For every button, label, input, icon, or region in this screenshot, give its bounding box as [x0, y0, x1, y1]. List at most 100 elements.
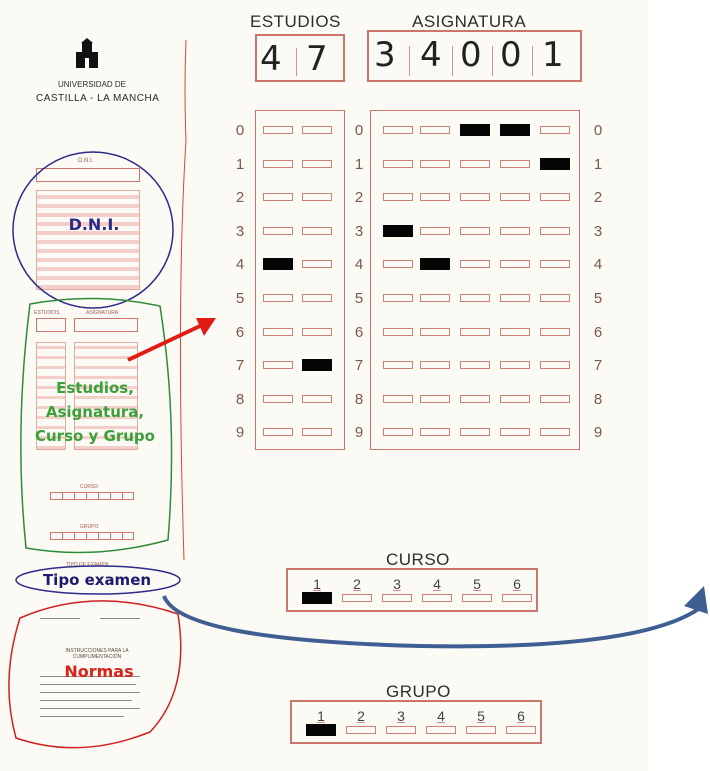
asignatura-bubble[interactable]	[383, 126, 413, 134]
mini-rule	[40, 716, 124, 717]
grupo-bubble[interactable]	[466, 726, 496, 734]
estudios-bubble[interactable]	[263, 159, 293, 168]
asignatura-bubble[interactable]	[500, 428, 530, 437]
asignatura-bubble[interactable]	[460, 260, 490, 269]
curso-title: CURSO	[386, 550, 450, 569]
grupo-bubble[interactable]	[386, 726, 416, 734]
asignatura-bubble[interactable]	[420, 226, 450, 235]
estudios-bubble[interactable]	[302, 226, 332, 235]
asignatura-bubble[interactable]	[500, 361, 530, 370]
grupo-bubble-filled[interactable]	[306, 724, 336, 736]
estudios-annotation: Estudios, Asignatura, Curso y Grupo	[30, 376, 160, 448]
curso-bubble[interactable]	[422, 594, 452, 602]
row-label: 5	[235, 290, 245, 307]
estudios-bubble[interactable]	[302, 327, 332, 336]
asignatura-bubble[interactable]	[500, 226, 530, 235]
asignatura-bubble[interactable]	[540, 394, 570, 403]
asignatura-bubble[interactable]	[383, 294, 413, 302]
row-label: 0	[235, 122, 245, 139]
asignatura-bubble[interactable]	[383, 394, 413, 403]
asignatura-bubble[interactable]	[420, 361, 450, 370]
mini-rule	[40, 700, 132, 701]
curso-option-label: 1	[313, 576, 321, 592]
row-label: 5	[593, 290, 603, 307]
row-label: 1	[593, 155, 603, 173]
asignatura-bubble[interactable]	[540, 260, 570, 269]
row-label: 2	[593, 189, 603, 207]
asignatura-bubble[interactable]	[420, 294, 450, 302]
asignatura-bubble[interactable]	[383, 327, 413, 336]
asignatura-bubble[interactable]	[460, 327, 490, 336]
grupo-bubble[interactable]	[506, 726, 536, 734]
asignatura-bubble[interactable]	[420, 159, 450, 168]
estudios-bubble[interactable]	[302, 394, 332, 403]
asignatura-bubble-filled[interactable]	[540, 157, 570, 170]
asignatura-bubble[interactable]	[383, 260, 413, 269]
asignatura-bubble[interactable]	[460, 294, 490, 302]
asignatura-bubble[interactable]	[500, 327, 530, 336]
asignatura-bubble[interactable]	[540, 193, 570, 202]
asignatura-bubble[interactable]	[500, 260, 530, 269]
asignatura-bubble-filled[interactable]	[420, 258, 450, 271]
asignatura-bubble[interactable]	[540, 428, 570, 437]
asignatura-bubble[interactable]	[500, 159, 530, 168]
asignatura-bubble[interactable]	[383, 361, 413, 370]
estudios-bubble[interactable]	[302, 260, 332, 269]
curso-bubble[interactable]	[342, 594, 372, 602]
mini-estudios-box	[36, 318, 66, 332]
asignatura-bubble[interactable]	[383, 159, 413, 168]
asignatura-bubble-filled[interactable]	[500, 124, 530, 136]
estudios-bubble[interactable]	[263, 394, 293, 403]
grupo-option-label: 4	[437, 708, 445, 724]
asignatura-bubble[interactable]	[500, 394, 530, 403]
estudios-bubble[interactable]	[263, 361, 293, 370]
curso-bubble[interactable]	[382, 594, 412, 602]
asignatura-bubble[interactable]	[540, 327, 570, 336]
asignatura-bubble[interactable]	[383, 193, 413, 202]
mini-curso-row	[50, 492, 134, 500]
estudios-bubble-filled[interactable]	[263, 258, 293, 271]
asignatura-bubble[interactable]	[540, 361, 570, 370]
asignatura-bubble[interactable]	[540, 126, 570, 134]
estudios-bubble[interactable]	[302, 159, 332, 168]
asignatura-bubble[interactable]	[460, 159, 490, 168]
asignatura-bubble[interactable]	[460, 428, 490, 437]
asignatura-bubble-filled[interactable]	[383, 224, 413, 237]
row-label: 8	[235, 390, 245, 408]
digit-separator	[532, 46, 533, 76]
estudios-bubble[interactable]	[302, 428, 332, 437]
asignatura-bubble[interactable]	[500, 294, 530, 302]
grupo-bubble[interactable]	[346, 726, 376, 734]
estudios-bubble[interactable]	[263, 226, 293, 235]
asignatura-bubble[interactable]	[460, 361, 490, 370]
asignatura-bubble[interactable]	[540, 226, 570, 235]
asignatura-bubble[interactable]	[420, 193, 450, 202]
estudios-bubble[interactable]	[263, 428, 293, 437]
asignatura-bubble[interactable]	[460, 394, 490, 403]
estudios-annotation-line: Estudios,	[56, 379, 134, 397]
asignatura-bubble[interactable]	[420, 327, 450, 336]
curso-bubble[interactable]	[502, 594, 532, 602]
estudios-bubble[interactable]	[263, 193, 293, 202]
estudios-bubble[interactable]	[263, 327, 293, 336]
curso-bubble-filled[interactable]	[302, 592, 332, 604]
asignatura-bubble-filled[interactable]	[460, 124, 490, 136]
asignatura-bubble[interactable]	[460, 193, 490, 202]
estudios-bubble-filled[interactable]	[302, 359, 332, 372]
asignatura-bubble[interactable]	[420, 126, 450, 134]
estudios-bubble[interactable]	[302, 294, 332, 302]
asignatura-bubble[interactable]	[383, 428, 413, 437]
asignatura-bubble[interactable]	[500, 193, 530, 202]
asignatura-bubble[interactable]	[420, 394, 450, 403]
university-name-line1: UNIVERSIDAD DE	[58, 80, 127, 89]
estudios-bubble[interactable]	[302, 126, 332, 134]
asignatura-bubble[interactable]	[540, 294, 570, 302]
curso-bubble[interactable]	[462, 594, 492, 602]
estudios-bubble[interactable]	[263, 126, 293, 134]
estudios-bubble[interactable]	[302, 193, 332, 202]
grupo-bubble[interactable]	[426, 726, 456, 734]
asignatura-bubble[interactable]	[420, 428, 450, 437]
normas-annotation: Normas	[64, 662, 134, 681]
asignatura-bubble[interactable]	[460, 226, 490, 235]
estudios-bubble[interactable]	[263, 294, 293, 302]
